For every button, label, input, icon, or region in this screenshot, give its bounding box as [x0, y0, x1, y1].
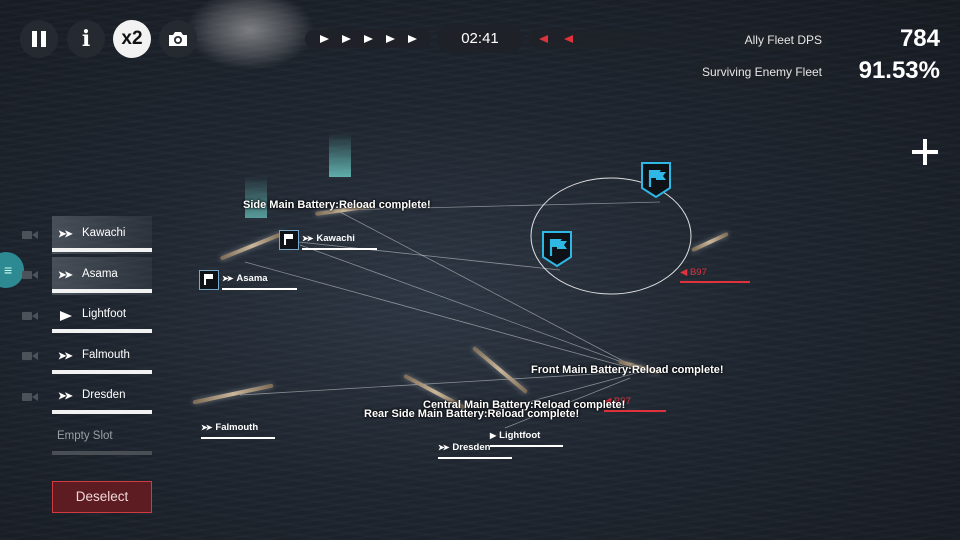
battle-timer: 02:41 — [437, 25, 523, 53]
ally-arrow-icon — [341, 35, 351, 43]
flag-waypoint-icon[interactable] — [641, 162, 671, 198]
health-bar — [52, 248, 152, 252]
rank-chevron-icon: ➤➤ — [58, 229, 73, 240]
ally-dps-label: Ally Fleet DPS — [738, 30, 828, 50]
slot-highlight — [52, 216, 152, 254]
plus-icon[interactable] — [910, 137, 940, 167]
flagship-flag-icon — [279, 230, 299, 250]
fleet-slot-lightfoot[interactable]: Lightfoot — [52, 297, 152, 335]
rank-chevron-icon: ➤➤ — [438, 443, 449, 452]
health-bar — [438, 457, 512, 459]
surviving-enemy-value: 91.53% — [858, 57, 940, 84]
battle-message: Rear Side Main Battery:Reload complete! — [364, 408, 580, 420]
camera-icon[interactable] — [22, 270, 38, 280]
camera-icon[interactable] — [22, 230, 38, 240]
battle-message: Side Main Battery:Reload complete! — [243, 199, 431, 211]
enemy-progress-bar — [529, 30, 729, 48]
ship-tag-lightfoot[interactable]: ▶Lightfoot — [490, 430, 563, 447]
fleet-slot-falmouth[interactable]: ➤➤ Falmouth — [52, 338, 152, 376]
info-button[interactable]: i — [67, 20, 105, 58]
ship-tag-kawachi[interactable]: ➤➤Kawachi — [302, 233, 377, 250]
enemy-health-bar — [604, 410, 666, 412]
ship-tag-asama[interactable]: ➤➤Asama — [222, 273, 297, 290]
ship-tag-falmouth[interactable]: ➤➤Falmouth — [201, 422, 275, 439]
fleet-slot-kawachi[interactable]: ➤➤ Kawachi — [52, 216, 152, 254]
target-beam — [329, 133, 351, 177]
ally-arrow-icon — [407, 35, 417, 43]
ship-tag-dresden[interactable]: ➤➤Dresden — [438, 442, 512, 459]
enemy-health-bar — [680, 281, 750, 283]
pause-button[interactable] — [20, 20, 58, 58]
target-beam — [245, 176, 267, 218]
rank-chevron-icon: ➤➤ — [58, 391, 73, 402]
rank-arrow-icon — [60, 311, 72, 321]
enemy-tag[interactable]: ◀ B97 — [604, 396, 666, 412]
camera-icon[interactable] — [22, 392, 38, 402]
info-icon: i — [81, 26, 91, 52]
surviving-enemy-label: Surviving Enemy Fleet — [695, 62, 828, 82]
health-bar — [490, 445, 563, 447]
enemy-marker-icon: ◀ — [604, 396, 614, 407]
rank-chevron-icon: ➤➤ — [302, 234, 313, 243]
flag-waypoint-icon[interactable] — [542, 231, 572, 267]
health-bar — [302, 248, 377, 250]
ally-progress-bar — [305, 30, 431, 48]
ally-arrow-icon — [363, 35, 373, 43]
rank-chevron-icon: ➤➤ — [201, 423, 212, 432]
pause-icon — [32, 31, 46, 47]
enemy-arrow-icon — [564, 35, 573, 43]
camera-button[interactable] — [159, 20, 197, 58]
ally-dps-value: 784 — [899, 25, 940, 52]
battle-message: Central Main Battery:Reload complete! — [423, 399, 626, 411]
camera-icon[interactable] — [22, 351, 38, 361]
camera-icon — [169, 32, 187, 46]
rank-chevron-icon: ➤➤ — [222, 274, 233, 283]
battle-message: Front Main Battery:Reload complete! — [531, 364, 724, 376]
deselect-button[interactable]: Deselect — [52, 481, 152, 513]
rank-arrow-icon: ▶ — [490, 431, 496, 440]
ally-arrow-icon — [319, 35, 329, 43]
health-bar — [52, 329, 152, 333]
rank-chevron-icon: ➤➤ — [58, 351, 73, 362]
fleet-slot-dresden[interactable]: ➤➤ Dresden — [52, 378, 152, 416]
flagship-flag-icon — [199, 270, 219, 290]
enemy-tag[interactable]: ◀ B97 — [680, 267, 750, 283]
fleet-slot-asama[interactable]: ➤➤ Asama — [52, 257, 152, 295]
enemy-marker-icon: ◀ — [680, 267, 690, 278]
health-bar — [201, 437, 275, 439]
health-bar — [52, 370, 152, 374]
empty-bar — [52, 451, 152, 455]
slot-highlight — [52, 257, 152, 295]
speed-toggle-button[interactable]: x2 — [113, 20, 151, 58]
health-bar — [222, 288, 297, 290]
rank-chevron-icon: ➤➤ — [58, 270, 73, 281]
fleet-slot-empty[interactable]: Empty Slot — [52, 419, 152, 457]
health-bar — [52, 289, 152, 293]
health-bar — [52, 410, 152, 414]
smoke-cloud — [185, 0, 315, 70]
enemy-arrow-icon — [539, 35, 548, 43]
camera-icon[interactable] — [22, 311, 38, 321]
ally-arrow-icon — [385, 35, 395, 43]
handle-icon: ≡ — [4, 262, 13, 278]
